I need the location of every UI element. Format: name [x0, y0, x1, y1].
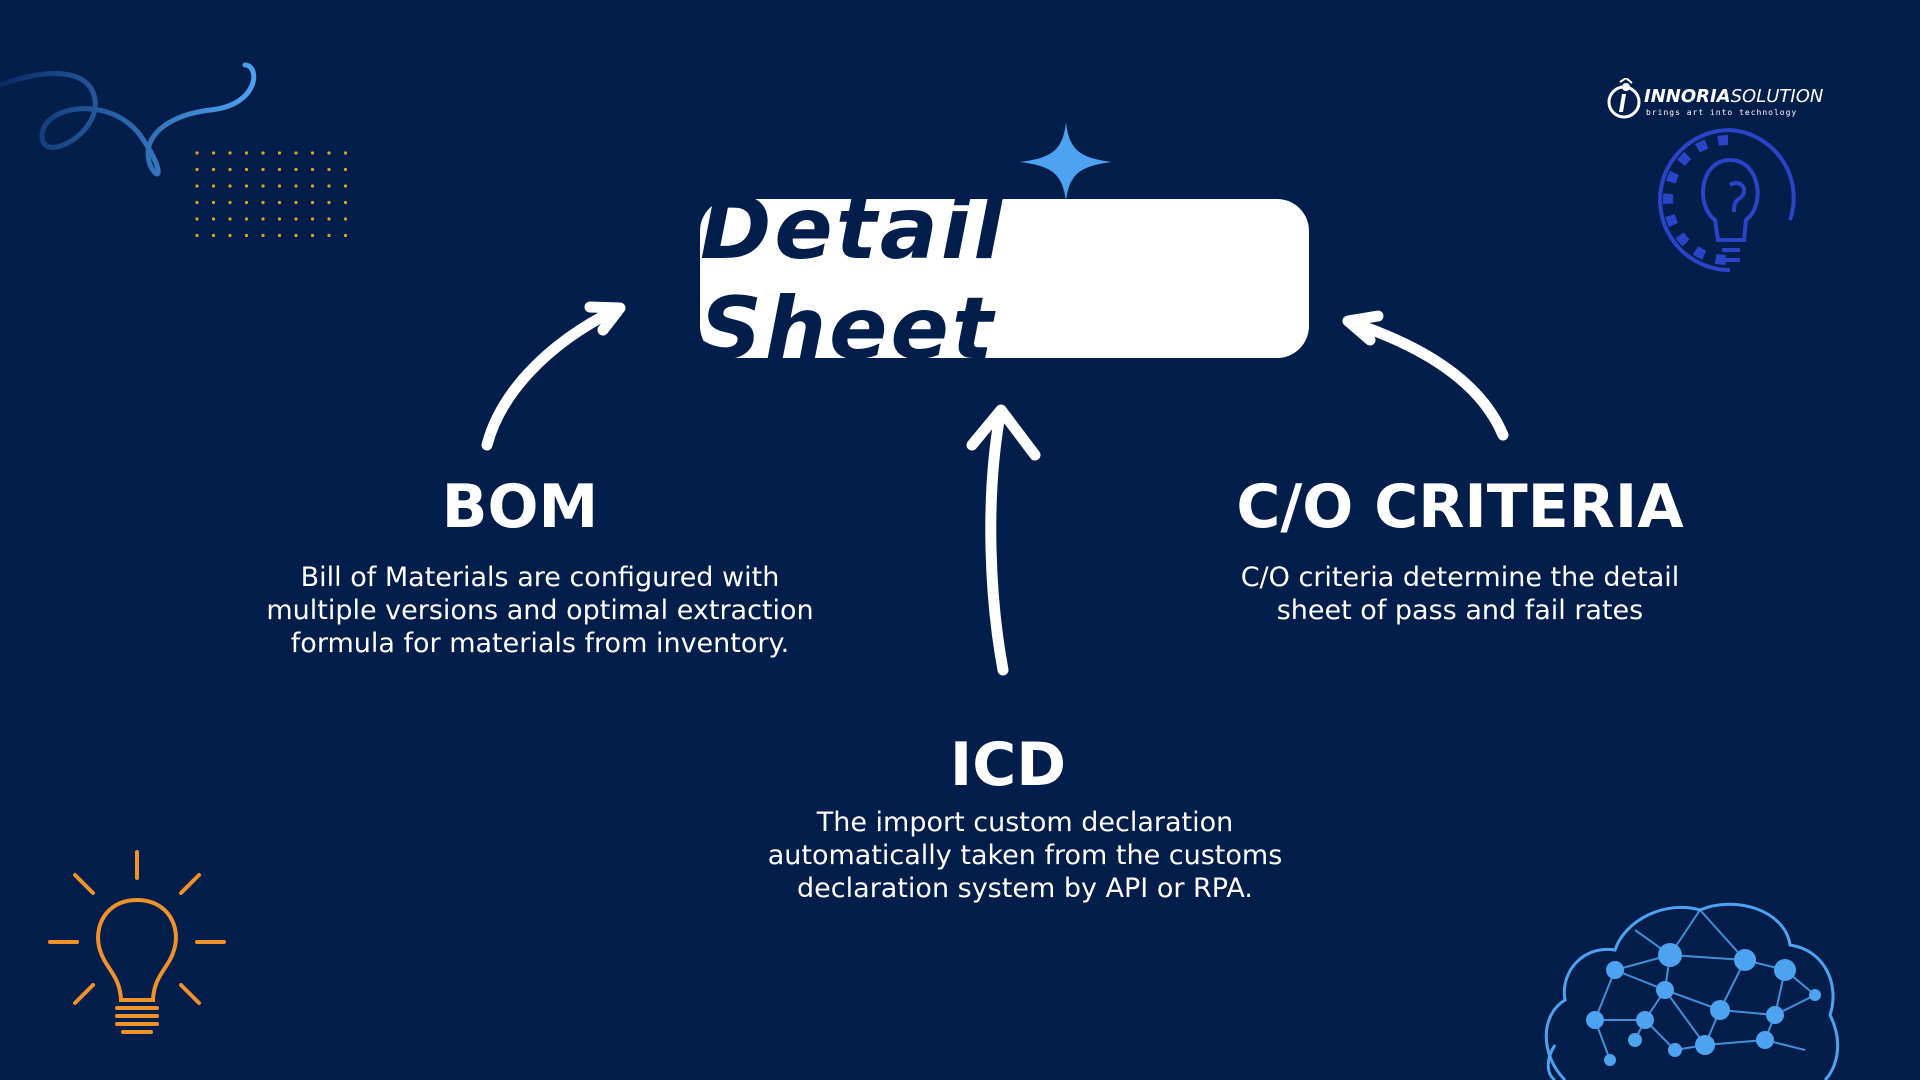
- decor-dot: [310, 233, 315, 238]
- arrow-criteria-to-title: [1344, 316, 1509, 441]
- company-logo: INNORIASOLUTION brings art into technolo…: [1606, 78, 1823, 123]
- decor-dot: [211, 184, 216, 188]
- decor-dot: [228, 184, 232, 188]
- decor-dot: [211, 233, 216, 238]
- decor-dot: [277, 233, 282, 238]
- decor-dot: [294, 167, 298, 172]
- decor-dot: [244, 200, 249, 205]
- decor-dot: [228, 217, 232, 221]
- bom-description-line: Bill of Materials are configured with: [300, 562, 780, 593]
- decor-dot: [327, 184, 331, 188]
- decor-dot: [343, 167, 348, 172]
- decor-dot: [195, 233, 199, 238]
- criteria-description-line: C/O criteria determine the detail: [1240, 562, 1680, 593]
- decor-dot: [244, 233, 249, 238]
- arrow-criteria-to-title-head: [1342, 310, 1384, 346]
- decor-dot: [327, 151, 331, 155]
- decor-dot: [244, 217, 249, 221]
- decor-dot: [261, 217, 265, 221]
- decor-dot: [327, 217, 331, 221]
- bom-heading: BOM: [441, 472, 599, 542]
- decor-dot: [195, 151, 199, 155]
- arrow-bom-to-title: [481, 304, 621, 451]
- detail-sheet-box: Detail Sheet: [700, 179, 1309, 379]
- logo-mark-icon: [1607, 78, 1641, 119]
- decor-dot: [310, 217, 315, 221]
- decor-dot: [343, 184, 348, 188]
- sparkle-icon: [1020, 122, 1112, 202]
- gear-bulb-icon: [1658, 128, 1796, 272]
- decor-dot: [228, 151, 232, 155]
- decor-dot: [195, 200, 199, 205]
- decor-dot: [277, 151, 282, 155]
- decor-dot: [211, 151, 216, 155]
- criteria-description-line: sheet of pass and fail rates: [1276, 595, 1644, 626]
- decor-dot: [277, 217, 282, 221]
- decor-dot: [294, 233, 298, 238]
- decor-dot: [261, 233, 265, 238]
- decor-dot: [310, 184, 315, 188]
- arrow-bom-to-title-head: [584, 301, 626, 336]
- bom-description-line: multiple versions and optimal extraction: [266, 595, 814, 626]
- decor-dot: [211, 200, 216, 205]
- arrow-icd-to-title-head: [966, 404, 1041, 461]
- icd-description-line: The import custom declaration: [816, 807, 1234, 838]
- decor-dot: [294, 184, 298, 188]
- bom-description: Bill of Materials are configured with mu…: [240, 561, 840, 660]
- decor-dot: [294, 151, 298, 155]
- brain-network-icon: [1544, 902, 1840, 1080]
- decor-dot: [244, 167, 249, 172]
- decor-dot: [343, 217, 348, 221]
- decor-dot: [277, 167, 282, 172]
- decor-dot: [277, 200, 282, 205]
- criteria-description: C/O criteria determine the detail sheet …: [1210, 561, 1710, 627]
- decor-dot: [343, 200, 348, 205]
- decor-dot: [294, 217, 298, 221]
- bom-description-line: formula for materials from inventory.: [290, 628, 790, 659]
- decor-dot: [195, 184, 199, 188]
- decor-dot: [211, 167, 216, 172]
- decor-dot: [195, 217, 199, 221]
- decor-dot: [228, 200, 232, 205]
- decor-dot: [261, 200, 265, 205]
- decor-dot: [310, 200, 315, 205]
- decor-dot: [343, 233, 348, 238]
- decor-dot: [343, 151, 348, 155]
- arrow-icd-to-title: [985, 409, 1009, 676]
- decor-dot: [261, 151, 265, 155]
- decor-dot: [294, 200, 298, 205]
- decor-dot: [244, 151, 249, 155]
- icd-description-line: declaration system by API or RPA.: [797, 873, 1253, 904]
- icd-description: The import custom declaration automatica…: [725, 806, 1325, 905]
- squiggle-decoration: [0, 62, 257, 177]
- decor-dot: [261, 184, 265, 188]
- decor-dot: [327, 200, 331, 205]
- decor-dot: [310, 151, 315, 155]
- decor-dot: [244, 184, 249, 188]
- logo-tagline: brings art into technology: [1646, 108, 1798, 117]
- decor-dot: [261, 167, 265, 172]
- logo-name-bold: INNORIA: [1644, 86, 1731, 107]
- icd-heading: ICD: [949, 730, 1067, 800]
- logo-name-light: SOLUTION: [1730, 86, 1824, 107]
- decor-dot: [310, 167, 315, 172]
- decor-dot: [228, 233, 232, 238]
- dot-grid-decoration: [195, 151, 348, 238]
- lightbulb-icon: [48, 850, 226, 1034]
- icd-description-line: automatically taken from the customs: [767, 840, 1283, 871]
- decor-dot: [277, 184, 282, 188]
- diagram-title: Detail Sheet: [700, 178, 1006, 379]
- decor-dot: [327, 233, 331, 238]
- decor-dot: [195, 167, 199, 172]
- decor-dot: [228, 167, 232, 172]
- decor-dot: [211, 217, 216, 221]
- decor-dot: [327, 167, 331, 172]
- criteria-heading: C/O CRITERIA: [1236, 472, 1684, 542]
